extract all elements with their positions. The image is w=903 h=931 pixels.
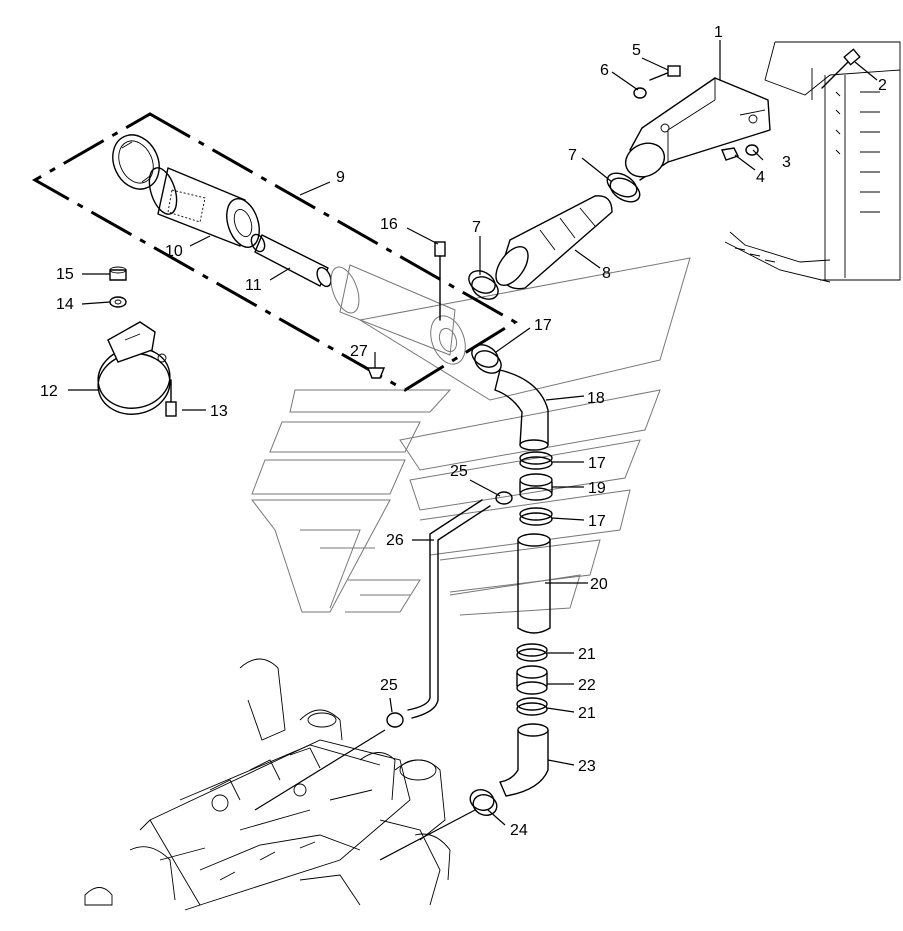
callout-14: 14: [56, 296, 74, 313]
clamp-25-lower: [386, 712, 404, 728]
callout-25-lower: 25: [380, 677, 398, 694]
callout-17-top: 17: [534, 317, 552, 334]
breather-tube-26: [407, 499, 491, 719]
callout-1: 1: [714, 24, 723, 41]
clamp-17-mid: [519, 451, 553, 470]
callout-17-low: 17: [588, 513, 606, 530]
coupler-22: [516, 665, 548, 695]
callout-9: 9: [336, 169, 345, 186]
bolt-5: [649, 65, 681, 81]
intake-duct: [624, 77, 771, 181]
callout-24: 24: [510, 822, 528, 839]
elbow-hose-18: [494, 369, 549, 451]
callout-labels: 1 2 3 4 5 6 7 7 8 9 10 11 12 13 14 15 16…: [40, 24, 887, 839]
callout-22: 22: [578, 677, 596, 694]
dust-valve: [366, 367, 386, 379]
air-filter-assembly-box: [31, 112, 518, 392]
callout-3: 3: [782, 154, 791, 171]
nut-4: [721, 147, 739, 161]
clamp-17-low: [519, 507, 553, 526]
washer-14: [109, 296, 127, 308]
ghost-hood-outline: [250, 257, 691, 616]
callout-4: 4: [756, 169, 765, 186]
callout-25-upper: 25: [450, 463, 468, 480]
callout-7-lower: 7: [472, 219, 481, 236]
bolt-13: [165, 379, 177, 417]
callout-23: 23: [578, 758, 596, 775]
coupler-19: [519, 473, 553, 501]
elbow-hose-23: [499, 723, 549, 797]
callout-15: 15: [56, 266, 74, 283]
washer-6: [633, 87, 647, 99]
callout-8: 8: [602, 265, 611, 282]
callout-13: 13: [210, 403, 228, 420]
pipe-20: [517, 533, 551, 634]
callout-27: 27: [350, 343, 368, 360]
callout-18: 18: [587, 390, 605, 407]
clamp-25-upper: [495, 491, 513, 505]
callout-20: 20: [590, 576, 608, 593]
radiator-frame: [724, 41, 901, 283]
callout-21-lower: 21: [578, 705, 596, 722]
nut-15: [109, 266, 127, 281]
intake-hose: [495, 195, 613, 290]
hose-clamp-7-lower: [468, 270, 499, 300]
callout-6: 6: [600, 62, 609, 79]
clamp-24: [469, 789, 498, 816]
mounting-band-clamp: [97, 321, 171, 415]
callout-11: 11: [245, 277, 262, 294]
clamp-21-upper: [516, 643, 548, 662]
callout-2: 2: [878, 77, 887, 94]
inner-filter-tube: [250, 233, 332, 288]
bolt-2: [821, 48, 861, 89]
callout-26: 26: [386, 532, 404, 549]
callout-17-mid: 17: [588, 455, 606, 472]
clamp-17-top: [471, 344, 502, 374]
restriction-sensor: [434, 241, 446, 321]
clamp-21-lower: [516, 697, 548, 716]
filter-end-cap: [112, 134, 160, 190]
callout-7-upper: 7: [568, 147, 577, 164]
callout-21-upper: 21: [578, 646, 596, 663]
callout-12: 12: [40, 383, 58, 400]
callout-5: 5: [632, 42, 641, 59]
callout-10: 10: [165, 243, 183, 260]
filter-element: [148, 167, 260, 248]
filter-housing: [330, 264, 466, 365]
engine-block: [84, 658, 451, 911]
leader-lines: [68, 40, 878, 861]
callout-16: 16: [380, 216, 398, 233]
callout-19: 19: [588, 480, 606, 497]
